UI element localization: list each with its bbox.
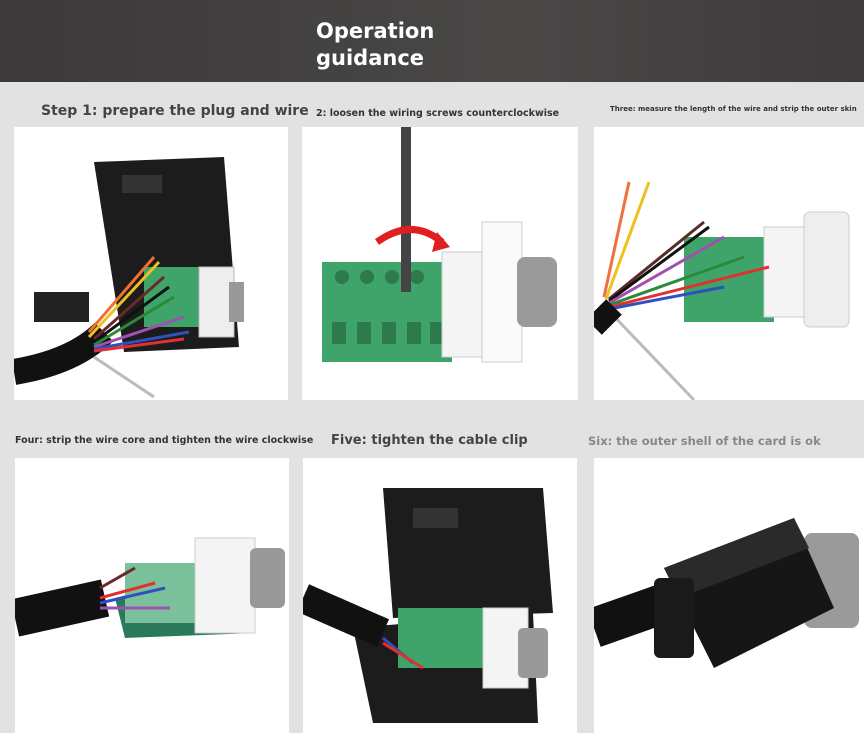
step2-photo bbox=[302, 127, 578, 400]
step4-photo bbox=[15, 458, 289, 733]
step6-caption: Six: the outer shell of the card is ok bbox=[588, 434, 821, 448]
header-banner: Operation guidance bbox=[0, 0, 864, 82]
step6-photo bbox=[594, 458, 864, 733]
step4-caption: Four: strip the wire core and tighten th… bbox=[15, 435, 314, 446]
step3-caption: Three: measure the length of the wire an… bbox=[610, 105, 857, 113]
step5-photo bbox=[303, 458, 577, 733]
step1-photo bbox=[14, 127, 288, 400]
step2-caption: 2: loosen the wiring screws counterclock… bbox=[316, 108, 560, 119]
step5-caption: Five: tighten the cable clip bbox=[331, 433, 528, 448]
step3-photo bbox=[594, 127, 864, 400]
page-title: Operation guidance bbox=[316, 19, 435, 70]
step1-caption: Step 1: prepare the plug and wire bbox=[41, 103, 309, 119]
